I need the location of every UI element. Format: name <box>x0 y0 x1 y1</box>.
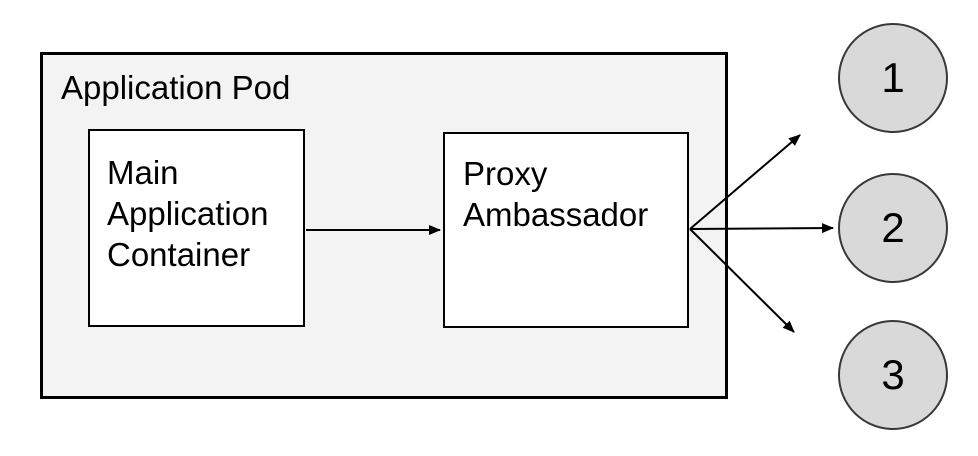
endpoint-label-3: 3 <box>881 351 905 398</box>
endpoint-circle-2: 2 <box>838 173 948 283</box>
endpoint-circle-1: 1 <box>838 23 948 133</box>
endpoint-circle-3: 3 <box>838 320 948 430</box>
proxy-ambassador-node: Proxy Ambassador <box>443 132 689 328</box>
application-pod-label: Application Pod <box>61 69 291 106</box>
endpoint-label-1: 1 <box>881 54 905 101</box>
main-application-container-node: Main Application Container <box>88 129 305 327</box>
proxy-ambassador-label: Proxy Ambassador <box>463 155 649 233</box>
endpoint-label-2: 2 <box>881 204 905 251</box>
main-application-container-label: Main Application Container <box>107 154 269 273</box>
